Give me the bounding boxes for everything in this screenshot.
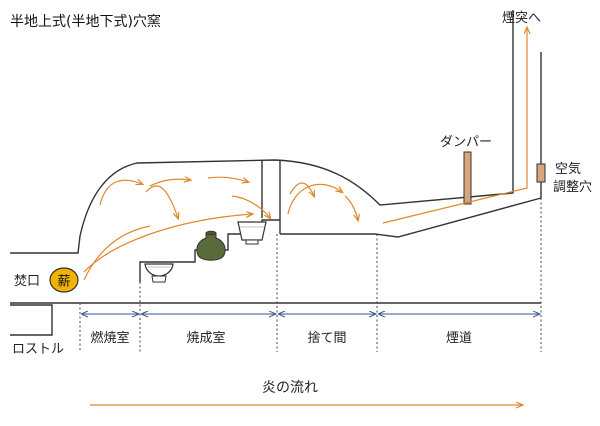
flame-arrow-9 [289, 182, 314, 196]
firewood-oval [49, 267, 79, 293]
flame-arrow-1 [83, 225, 151, 281]
flame-arrow-7 [231, 195, 270, 218]
flame-arrow-6 [207, 176, 248, 182]
flame-arrow-8 [287, 183, 342, 215]
section-label-sutema: 捨て間 [307, 330, 346, 346]
flame-arrow-4 [145, 185, 178, 218]
air-hole-label-2: 調整穴 [553, 180, 592, 195]
firing-port-label: 焚口 [14, 274, 40, 289]
flame-arrow-10 [344, 195, 358, 220]
grate-box [10, 304, 53, 336]
flame-flow-label: 炎の流れ [262, 380, 318, 396]
firewood: 薪 [49, 267, 79, 293]
ware-bowl [144, 263, 174, 283]
flame-arrow-3 [99, 180, 142, 206]
firewood-label: 薪 [57, 275, 70, 290]
chimney-label: 煙突へ [502, 10, 541, 26]
grate-label: ロストル [12, 342, 64, 357]
ware-cup [237, 221, 267, 245]
flame-arrow-5 [149, 179, 190, 187]
diagram-title: 半地上式(半地下式)穴窯 [10, 13, 161, 30]
section-label-combustion: 燃焼室 [90, 330, 129, 346]
air-adjustment-hole [536, 163, 546, 183]
flame-arrow-chimney [382, 28, 527, 224]
damper-label: ダンパー [440, 135, 492, 150]
section-label-firing: 焼成室 [186, 330, 225, 346]
damper [463, 151, 472, 205]
flame-arrow-2 [83, 214, 252, 273]
kiln-outer-wall [10, 10, 514, 254]
section-label-flue: 煙道 [446, 331, 472, 346]
flue-floor [280, 197, 542, 238]
flame-arrows [83, 28, 527, 281]
ware-jar [196, 230, 226, 261]
air-hole-label-1: 空気 [555, 161, 581, 177]
